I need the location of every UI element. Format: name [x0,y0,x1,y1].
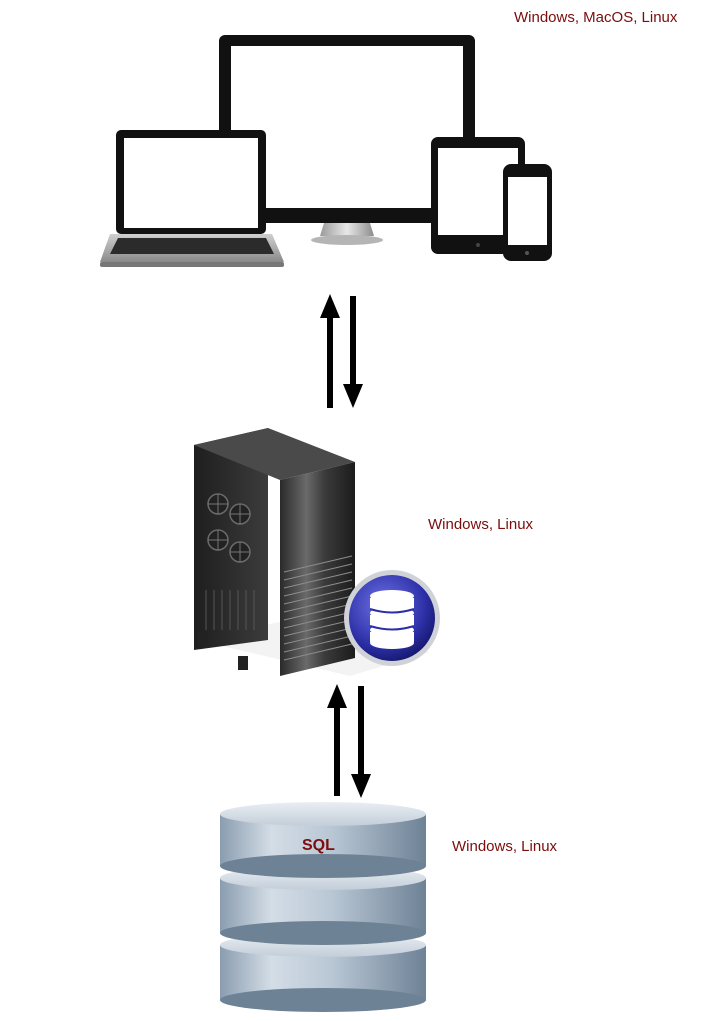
database-os-label: Windows, Linux [452,838,558,855]
server-icon [194,428,430,676]
server-os-label: Windows, Linux [428,516,534,533]
arrow-down-icon [343,296,363,408]
server-db-arrows [327,684,371,798]
arrow-down-icon [351,686,371,798]
phone-icon [503,164,552,261]
laptop-icon [100,130,284,267]
database-badge-icon [344,570,440,666]
sql-disk-label: SQL [302,837,335,854]
monitor-icon [219,35,475,245]
arrow-up-icon [320,294,340,408]
clients-os-label: Windows, MacOS, Linux [514,9,678,26]
sql-database-icon [220,802,426,1012]
arrow-up-icon [327,684,347,796]
client-devices [100,35,552,267]
client-server-arrows [320,294,363,408]
